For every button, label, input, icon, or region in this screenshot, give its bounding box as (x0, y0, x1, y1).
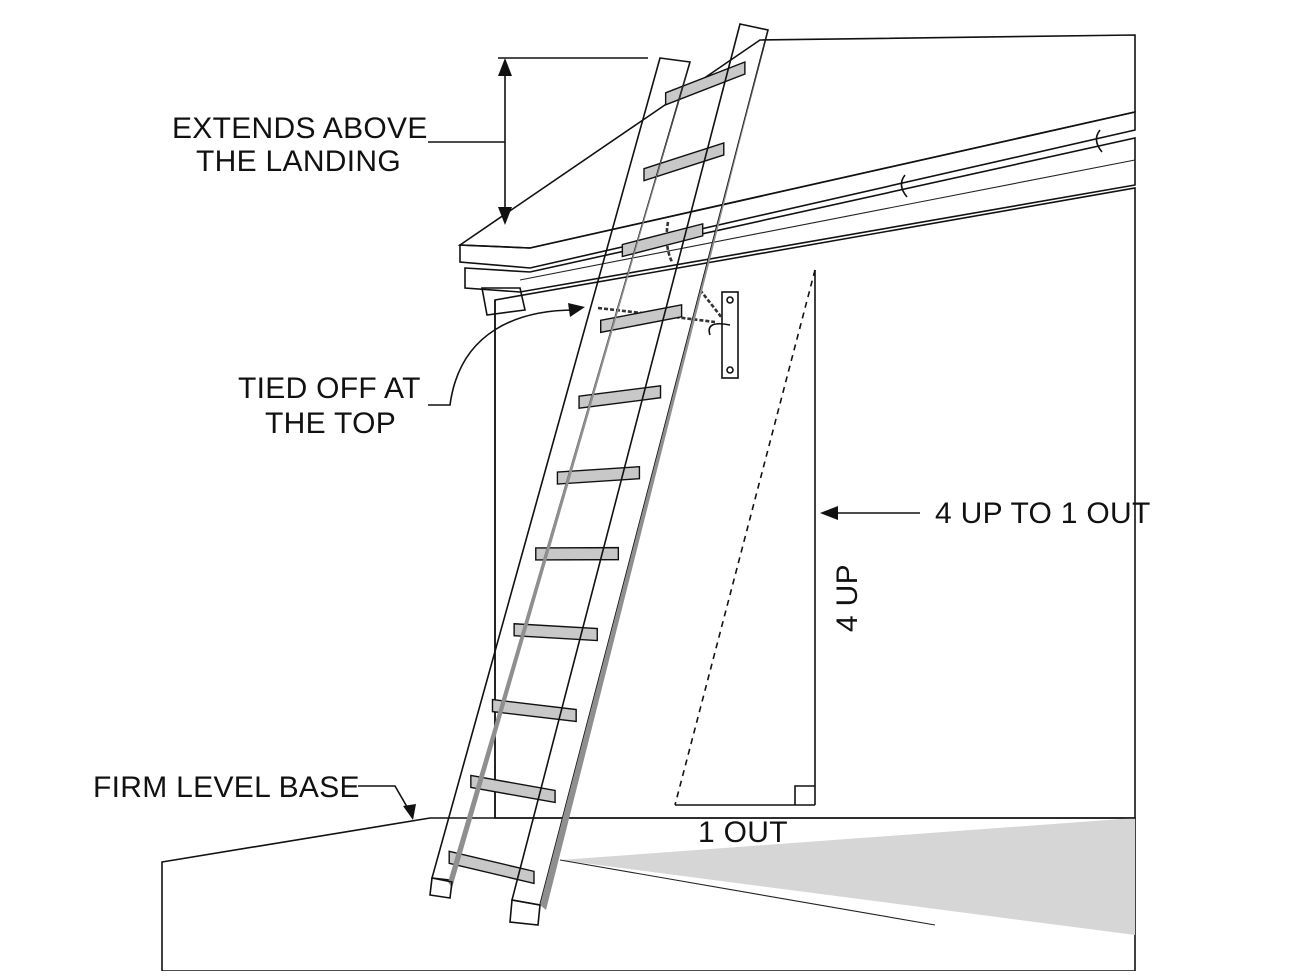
ladder (429, 23, 769, 926)
ladder-rung (535, 546, 620, 561)
anchor-hook (708, 322, 731, 336)
ladder-rung (643, 141, 725, 182)
ladder-rung (600, 303, 683, 334)
gutter (464, 137, 1136, 293)
ratio-label: 4 UP TO 1 OUT (935, 497, 1151, 530)
ladder-rung (513, 623, 598, 642)
rafter-block (481, 287, 526, 316)
base-label: FIRM LEVEL BASE (93, 771, 360, 804)
wall-anchor-plate (721, 291, 739, 379)
ladder-rung (621, 222, 704, 258)
triangle-hypotenuse (674, 269, 816, 806)
tied-label-line2: THE TOP (265, 407, 396, 440)
gutter-bracket (1095, 129, 1103, 153)
ladder-rung (491, 698, 577, 723)
ladder-rungs (448, 60, 746, 885)
ladder-rung (578, 384, 662, 409)
ladder-rung (448, 850, 535, 885)
extends-label-line2: THE LANDING (196, 145, 401, 178)
ladder-right-rail (511, 23, 769, 906)
ladder-foot-right (509, 899, 541, 926)
gutter-bracket (900, 174, 908, 198)
ground-shadow (560, 818, 1135, 935)
base-leader (358, 785, 411, 813)
ladder-rung (556, 465, 641, 485)
ladder-foot-left (429, 877, 453, 899)
tied-label-line1: TIED OFF AT (238, 372, 421, 405)
right-angle-mark (794, 785, 815, 805)
out-label: 1 OUT (698, 816, 788, 849)
ladder-rung (664, 60, 746, 106)
ladder-left-rail (430, 57, 692, 881)
extends-label-line1: EXTENDS ABOVE (172, 112, 428, 145)
tied-off-leader (428, 309, 576, 406)
roof-fascia (459, 111, 1136, 269)
ladder-rung (470, 774, 556, 804)
up-label: 4 UP (831, 564, 864, 632)
roof (457, 34, 1136, 249)
